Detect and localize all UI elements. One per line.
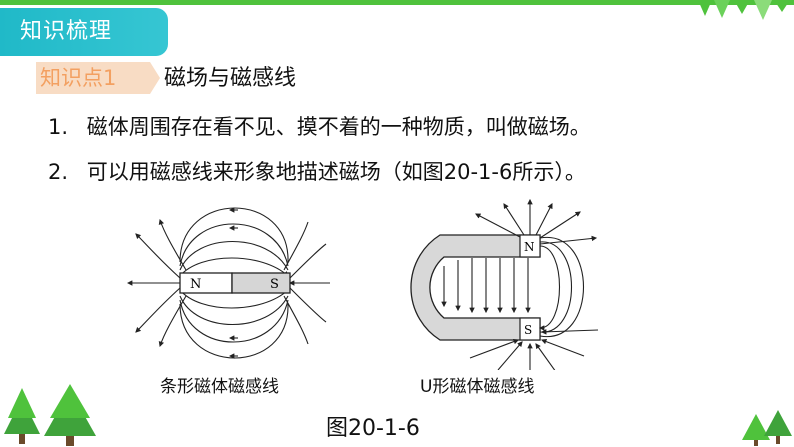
bar-north-label: N <box>190 277 201 292</box>
content-item-2: 2. 可以用磁感线来形象地描述磁场（如图20-1-6所示）。 <box>48 156 586 188</box>
content-item-1: 1. 磁体周围存在看不见、摸不着的一种物质，叫做磁场。 <box>48 111 591 143</box>
u-magnet-diagram <box>410 234 541 341</box>
u-magnet-caption: U形磁体磁感线 <box>420 377 535 397</box>
bar-magnet-caption: 条形磁体磁感线 <box>160 377 279 397</box>
magnetic-field-figure: N S N S <box>126 198 599 370</box>
small-tree-icon <box>742 410 792 446</box>
u-north-label: N <box>524 240 535 254</box>
bar-south-label: S <box>270 277 279 292</box>
leaf-decoration-icon <box>698 0 790 20</box>
knowledge-point-label: 知识点1 <box>36 62 150 94</box>
figure-label: 图20-1-6 <box>326 416 420 441</box>
section-title-tab: 知识梳理 <box>0 8 168 56</box>
top-accent-line <box>0 0 794 5</box>
item-text: 可以用磁感线来形象地描述磁场（如图20-1-6所示）。 <box>86 160 586 184</box>
tree-decoration-icon <box>4 384 96 446</box>
item-number: 2. <box>48 160 69 184</box>
u-south-label: S <box>524 323 532 337</box>
knowledge-point-arrow <box>150 62 160 94</box>
item-number: 1. <box>48 115 69 139</box>
bar-magnet-south-pole <box>231 272 291 294</box>
u-magnet-field-lines <box>441 198 599 370</box>
bar-magnet-north-pole <box>179 272 233 294</box>
item-text: 磁体周围存在看不见、摸不着的一种物质，叫做磁场。 <box>86 115 591 139</box>
knowledge-point-title: 磁场与磁感线 <box>164 66 297 91</box>
bar-magnet-diagram <box>126 207 330 359</box>
